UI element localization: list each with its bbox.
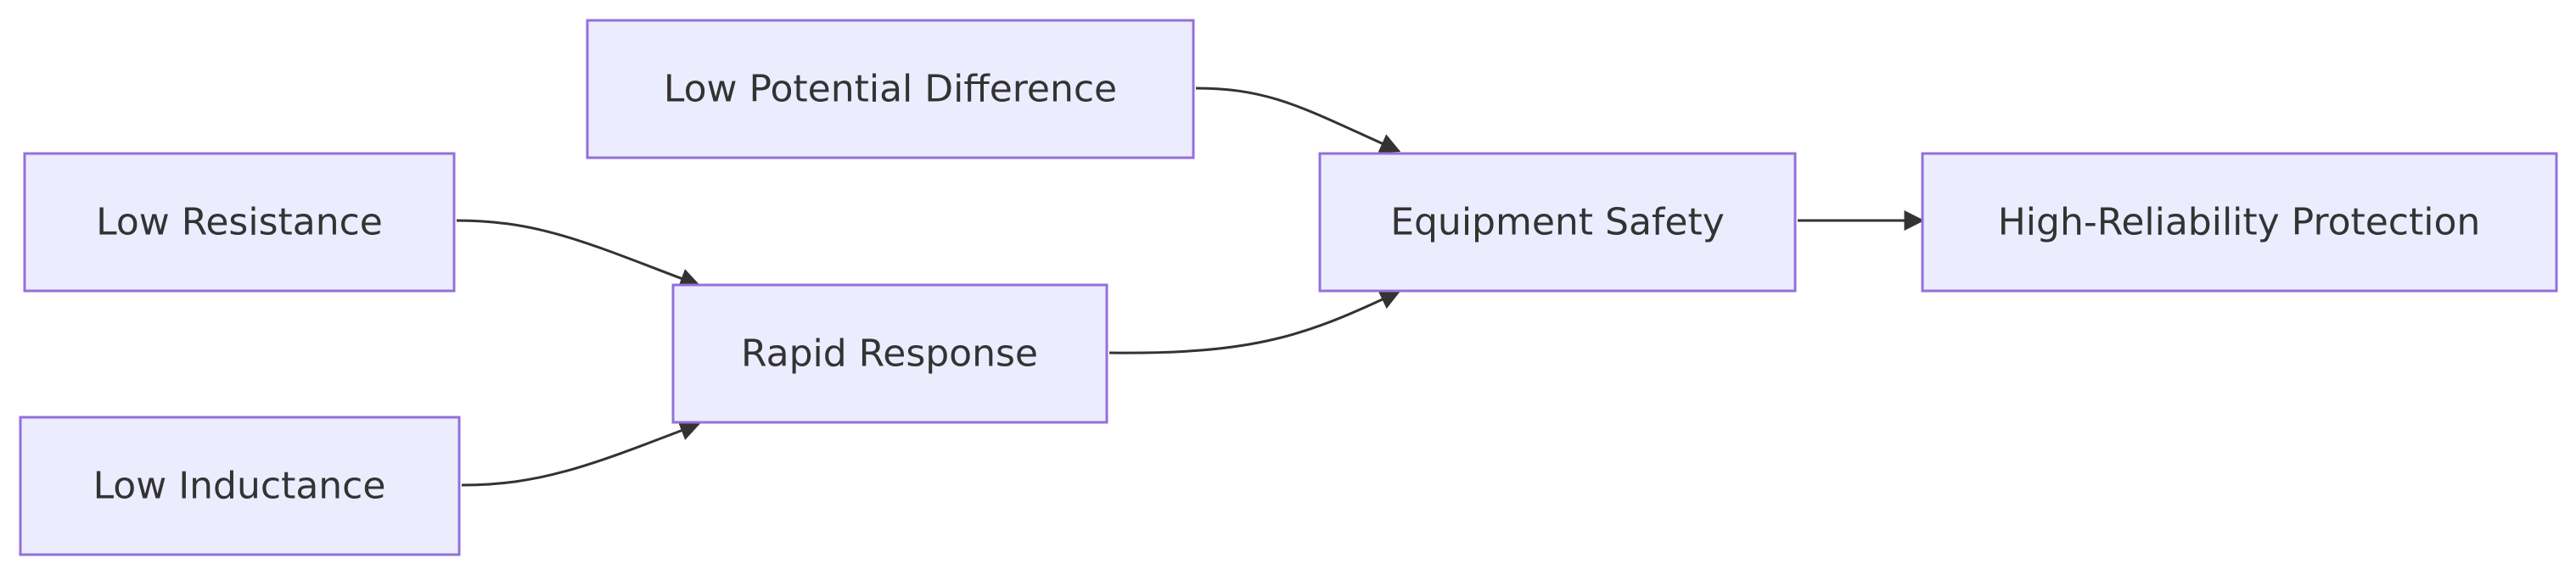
- edges-layer: [456, 87, 1925, 487]
- node-label: Low Resistance: [96, 201, 383, 244]
- node-label: Equipment Safety: [1390, 201, 1725, 244]
- node-high-reliability-protection: High-Reliability Protection: [1921, 152, 2558, 293]
- edge-rapid-response-to-equipment-safety: [1108, 290, 1401, 354]
- node-label: Rapid Response: [741, 332, 1038, 376]
- node-label: Low Inductance: [93, 465, 386, 508]
- node-low-potential-difference: Low Potential Difference: [586, 19, 1195, 159]
- node-equipment-safety: Equipment Safety: [1318, 152, 1797, 293]
- edge-low-resistance-to-rapid-response: [456, 219, 701, 288]
- node-low-resistance: Low Resistance: [23, 152, 456, 293]
- node-label: High-Reliability Protection: [1998, 201, 2481, 244]
- node-label: Low Potential Difference: [664, 68, 1117, 111]
- node-rapid-response: Rapid Response: [671, 283, 1108, 424]
- edge-low-potential-difference-to-equipment-safety: [1195, 87, 1401, 154]
- edge-low-inductance-to-rapid-response: [461, 421, 701, 487]
- node-low-inductance: Low Inductance: [19, 416, 461, 556]
